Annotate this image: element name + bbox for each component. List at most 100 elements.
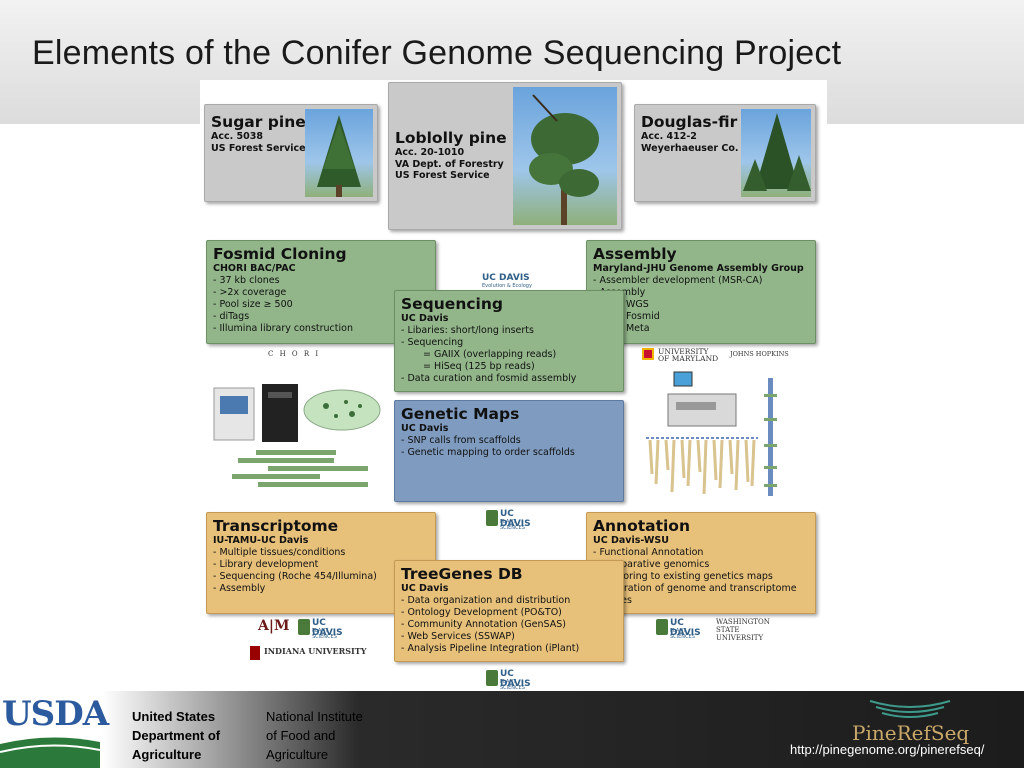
box-line: - Library development [213, 558, 319, 570]
footer-url[interactable]: http://pinegenome.org/pinerefseq/ [790, 742, 985, 757]
footer-line: United States [132, 709, 216, 724]
box-subtitle: CHORI BAC/PAC [213, 263, 296, 274]
box-line: - Genetic mapping to order scaffolds [401, 446, 575, 458]
texas-am-logo: A|M [258, 618, 290, 634]
petri-dish-image [302, 388, 382, 432]
washington-state-logo: WASHINGTON STATE UNIVERSITY [716, 618, 770, 642]
ucdavis-leaf-icon [486, 510, 498, 526]
box-line: - Assembly [593, 287, 809, 299]
box-line: - Illumina library construction [213, 322, 353, 334]
footer-nifa-name: National Institute of Food and Agricultu… [266, 707, 363, 764]
box-line: - Libaries: short/long inserts [401, 324, 534, 336]
box-subtitle: UC Davis-WSU [593, 535, 669, 546]
box-subtitle: UC Davis [401, 583, 449, 594]
box-title: TreeGenes DB [401, 565, 523, 583]
box-line: - Data organization and distribution [401, 594, 571, 606]
box-line: services [593, 595, 809, 607]
johns-hopkins-logo: JOHNS HOPKINS [730, 350, 789, 358]
footer-line: of Food and [266, 728, 336, 743]
pinerefseq-wave-icon [869, 700, 951, 718]
box-subline: = GAIIX (overlapping reads) [423, 348, 557, 360]
box-title: Assembly [593, 245, 677, 263]
ucdavis-logo-text: UC DAVIS [482, 273, 530, 283]
box-line: - Analysis Pipeline Integration (iPlant) [401, 642, 580, 654]
box-title: Annotation [593, 517, 690, 535]
tree-info-line: Acc. 20-1010 [395, 147, 465, 158]
box-line: - Pool size ≥ 500 [213, 298, 293, 310]
box-line: - 37 kb clones [213, 274, 280, 286]
ucdavis-leaf-icon [656, 619, 668, 635]
chori-logo: C H O R I [268, 350, 321, 358]
ucdavis-evolution-logo: UC DAVIS Evolution & Ecology [482, 272, 534, 294]
box-subline: = Meta [615, 322, 650, 334]
pinerefseq-logo: PineRefSeq [850, 697, 970, 747]
tree-info-line: VA Dept. of Forestry [395, 158, 504, 170]
sequencing-box: Sequencing UC Davis - Libaries: short/lo… [394, 290, 624, 392]
tree-name: Loblolly pine [395, 129, 507, 147]
ucdavis-logo-subtext: PLANT SCIENCES [500, 519, 525, 531]
box-line: - >2x coverage [213, 286, 287, 298]
annotation-box: Annotation UC Davis-WSU - Functional Ann… [586, 512, 816, 614]
ucdavis-logo-subtext: PLANT SCIENCES [312, 628, 337, 640]
ucdavis-logo-subtext: PLANT SCIENCES [500, 679, 525, 691]
tree-card-douglas-fir: Douglas-fir Acc. 412-2 Weyerhaeuser Co. [634, 104, 816, 202]
sequencer-machine-image [212, 382, 302, 444]
project-poster: Sugar pine Acc. 5038 US Forest Service L… [200, 80, 827, 692]
tree-info-line: US Forest Service [211, 142, 306, 154]
slide-title: Elements of the Conifer Genome Sequencin… [32, 34, 842, 72]
tree-name: Sugar pine [211, 113, 306, 131]
loblolly-pine-photo [513, 87, 617, 225]
maryland-logo-mark [642, 348, 654, 360]
ucdavis-plant-sciences-logo: UC DAVIS PLANT SCIENCES [298, 617, 350, 640]
box-subtitle: UC Davis [401, 423, 449, 434]
box-line: - SNP calls from scaffolds [401, 434, 521, 446]
tree-info-line: Weyerhaeuser Co. [641, 142, 739, 154]
tree-card-loblolly-pine: Loblolly pine Acc. 20-1010 VA Dept. of F… [388, 82, 622, 230]
genotyping-machine-image [662, 370, 742, 430]
box-subtitle: Maryland-JHU Genome Assembly Group [593, 263, 804, 274]
footer-line: Agriculture [266, 747, 329, 762]
tree-info-line: Acc. 412-2 [641, 131, 697, 142]
box-line: - Data curation and fosmid assembly [401, 372, 577, 384]
box-subtitle: IU-TAMU-UC Davis [213, 535, 309, 546]
ucdavis-logo-text: UC DAVIS [500, 669, 531, 689]
genetic-map-graphic [644, 374, 790, 502]
footer-line: Department of [132, 728, 221, 743]
assembly-box: Assembly Maryland-JHU Genome Assembly Gr… [586, 240, 816, 344]
box-line: - Ontology Development (PO&TO) [401, 606, 562, 618]
treegenes-db-box: TreeGenes DB UC Davis - Data organizatio… [394, 560, 624, 662]
box-line: - Assembler development (MSR-CA) [593, 274, 763, 286]
box-line: - Sequencing (Roche 454/Illumina) [213, 570, 377, 582]
usda-logo: USDA [0, 692, 109, 768]
box-subline: = WGS [615, 298, 649, 310]
box-line: - Anchoring to existing genetics maps [593, 570, 773, 582]
box-line: - Sequencing [401, 336, 464, 348]
ucdavis-logo-text: UC DAVIS [312, 618, 343, 638]
tree-info-line: US Forest Service [395, 170, 490, 181]
box-subline: = HiSeq (125 bp reads) [423, 360, 535, 372]
box-title: Genetic Maps [401, 405, 520, 423]
tree-card-sugar-pine: Sugar pine Acc. 5038 US Forest Service [204, 104, 378, 202]
indiana-trident-icon [250, 646, 260, 660]
box-line: - Comparative genomics [593, 558, 710, 570]
douglas-fir-photo [741, 109, 811, 197]
footer-line: National Institute [266, 709, 363, 724]
box-title: Transcriptome [213, 517, 339, 535]
tree-info-line: Acc. 5038 [211, 131, 263, 142]
ucdavis-logo-subtext: Evolution & Ecology [482, 283, 532, 289]
ucdavis-plant-sciences-logo: UC DAVIS PLANT SCIENCES [656, 617, 708, 640]
box-title: Fosmid Cloning [213, 245, 347, 263]
box-line: - Functional Annotation [593, 546, 704, 558]
ucdavis-logo-text: UC DAVIS [670, 618, 701, 638]
footer-usda-name: United States Department of Agriculture [132, 707, 220, 764]
read-alignment-graphic [228, 448, 376, 492]
ucdavis-plant-sciences-logo: UC DAVIS PLANT SCIENCES [486, 668, 538, 691]
box-line: - Multiple tissues/conditions [213, 546, 346, 558]
genetic-maps-box: Genetic Maps UC Davis - SNP calls from s… [394, 400, 624, 502]
box-line: - Web Services (SSWAP) [401, 630, 515, 642]
footer-line: Agriculture [132, 747, 202, 762]
maryland-logo: UNIVERSITY OF MARYLAND [658, 347, 719, 363]
ucdavis-leaf-icon [298, 619, 310, 635]
box-line: - Integration of genome and transcriptom… [593, 582, 797, 594]
ucdavis-logo-text: UC DAVIS [500, 509, 531, 529]
